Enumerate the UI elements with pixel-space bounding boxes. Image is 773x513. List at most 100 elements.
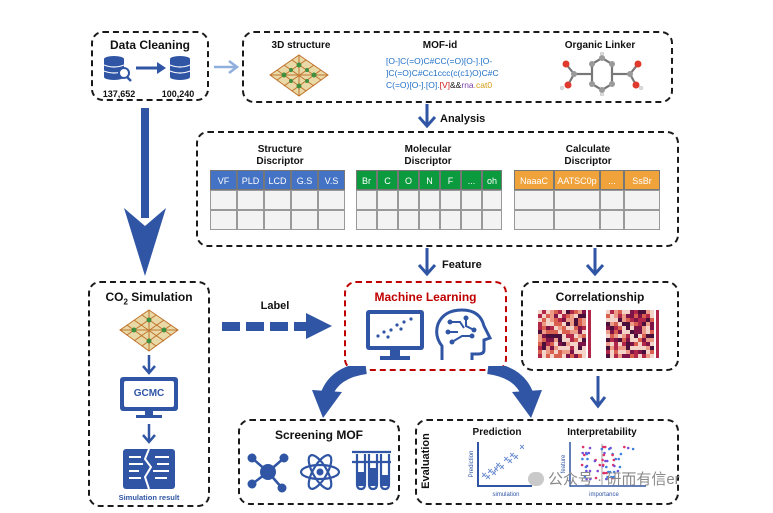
co2-mof-structure-image (119, 309, 179, 352)
heatmap-cell (578, 350, 582, 354)
interp-point (611, 453, 614, 457)
heatmap-cell (546, 338, 550, 342)
heatmap-cell (614, 354, 618, 358)
heatmap-cell (570, 314, 574, 318)
heatmap-cell (630, 346, 634, 350)
heatmap-cell (582, 310, 586, 314)
heatmap-cell (618, 310, 622, 314)
heatmap-cell (614, 310, 618, 314)
interp-point (589, 477, 592, 481)
heatmap-cell (606, 318, 610, 322)
simulation-result-label: Simulation result (118, 493, 180, 502)
calculate-descriptor-title-1: Calculate (565, 144, 611, 155)
interp-point (600, 447, 604, 451)
heatmap-cell (626, 314, 630, 318)
heatmap-cell (578, 346, 582, 350)
heatmap-cell (614, 342, 618, 346)
heatmap-cell (566, 314, 570, 318)
heatmap-cell (638, 338, 642, 342)
heatmap-cell (626, 350, 630, 354)
heatmap-cell (542, 354, 546, 358)
heatmap-cell (650, 322, 654, 326)
heatmap-cell (618, 334, 622, 338)
evaluation-box (415, 419, 679, 505)
heatmap-cell (614, 318, 618, 322)
heatmap-cell (554, 314, 558, 318)
heatmap-cell (634, 338, 638, 342)
prediction-marker: × (499, 462, 504, 472)
molecular-empty-cell (398, 190, 419, 210)
heatmap-cell (562, 326, 566, 330)
heatmap-cell (542, 350, 546, 354)
heatmap-cell (578, 322, 582, 326)
heatmap-cell (550, 334, 554, 338)
structure-descriptor-title-2: Discriptor (256, 156, 304, 167)
heatmap-cell (634, 326, 638, 330)
heatmap-cell (558, 322, 562, 326)
heatmap-cell (538, 346, 542, 350)
heatmap-cell (630, 314, 634, 318)
heatmap-cell (606, 346, 610, 350)
interp-point (585, 452, 589, 456)
heatmap-cell (582, 330, 586, 334)
heatmap-cell (638, 350, 642, 354)
label-dashed-arrow (222, 313, 332, 339)
interp-point (626, 446, 630, 450)
heatmap-cell (566, 338, 570, 342)
interp-point (596, 469, 599, 473)
heatmap-cell (614, 350, 618, 354)
arrow-to-analysis (417, 104, 437, 129)
interp-point (605, 459, 609, 463)
data-cleaning-box (91, 31, 209, 101)
interp-point (602, 471, 605, 475)
heatmap-cell (646, 310, 650, 314)
heatmap-cell (622, 330, 626, 334)
heatmap-cell (578, 314, 582, 318)
heatmap-cell (558, 342, 562, 346)
heatmap-cell (650, 354, 654, 358)
prediction-axes (477, 442, 532, 487)
heatmap-cell (546, 318, 550, 322)
arrow-ml-to-evaluation (487, 366, 542, 418)
molecular-empty-cell (377, 190, 398, 210)
molecular-empty-cell (461, 190, 482, 210)
heatmap-cell (570, 318, 574, 322)
heatmap-cell (538, 318, 542, 322)
heatmap-cell (558, 354, 562, 358)
calculate-empty-cell (624, 190, 660, 210)
heatmap-cell (606, 326, 610, 330)
heatmap-cell (550, 338, 554, 342)
heatmap-cell (574, 310, 578, 314)
heatmap-cell (566, 318, 570, 322)
structure-header-cell: LCD (264, 170, 291, 190)
calculate-empty-cell (554, 210, 600, 230)
interp-point (631, 447, 635, 451)
heatmap-cell (582, 354, 586, 358)
molecular-empty-cell (440, 210, 461, 230)
structure-title: 3D structure (271, 40, 331, 51)
structure-empty-cell (210, 210, 237, 230)
molecular-empty-cell (377, 210, 398, 230)
mofid-line-3-sep: && (450, 80, 462, 90)
structure-descriptor-title-1: Structure (257, 144, 303, 155)
molecular-empty-cell (482, 190, 502, 210)
heatmap-cell (638, 342, 642, 346)
interp-point (603, 451, 606, 455)
heatmap-cell (618, 346, 622, 350)
heatmap-cell (630, 326, 634, 330)
molecular-header-cell: C (377, 170, 398, 190)
heatmap-cell (546, 330, 550, 334)
calculate-header-cell: ... (600, 170, 624, 190)
heatmap-cell (558, 330, 562, 334)
descriptor-panel-box (196, 131, 679, 247)
heatmap-cell (642, 330, 646, 334)
heatmap-cell (550, 318, 554, 322)
heatmap-cell (622, 350, 626, 354)
heatmap-cell (634, 342, 638, 346)
structure-header-cell: PLD (237, 170, 264, 190)
heatmap-cell (566, 334, 570, 338)
interp-point (608, 470, 612, 474)
heatmap-cell (634, 346, 638, 350)
heatmap-cell (570, 354, 574, 358)
mofid-line-2: ]C(=O)C#Cc1ccc(c(c1)O)C#C (386, 68, 499, 78)
